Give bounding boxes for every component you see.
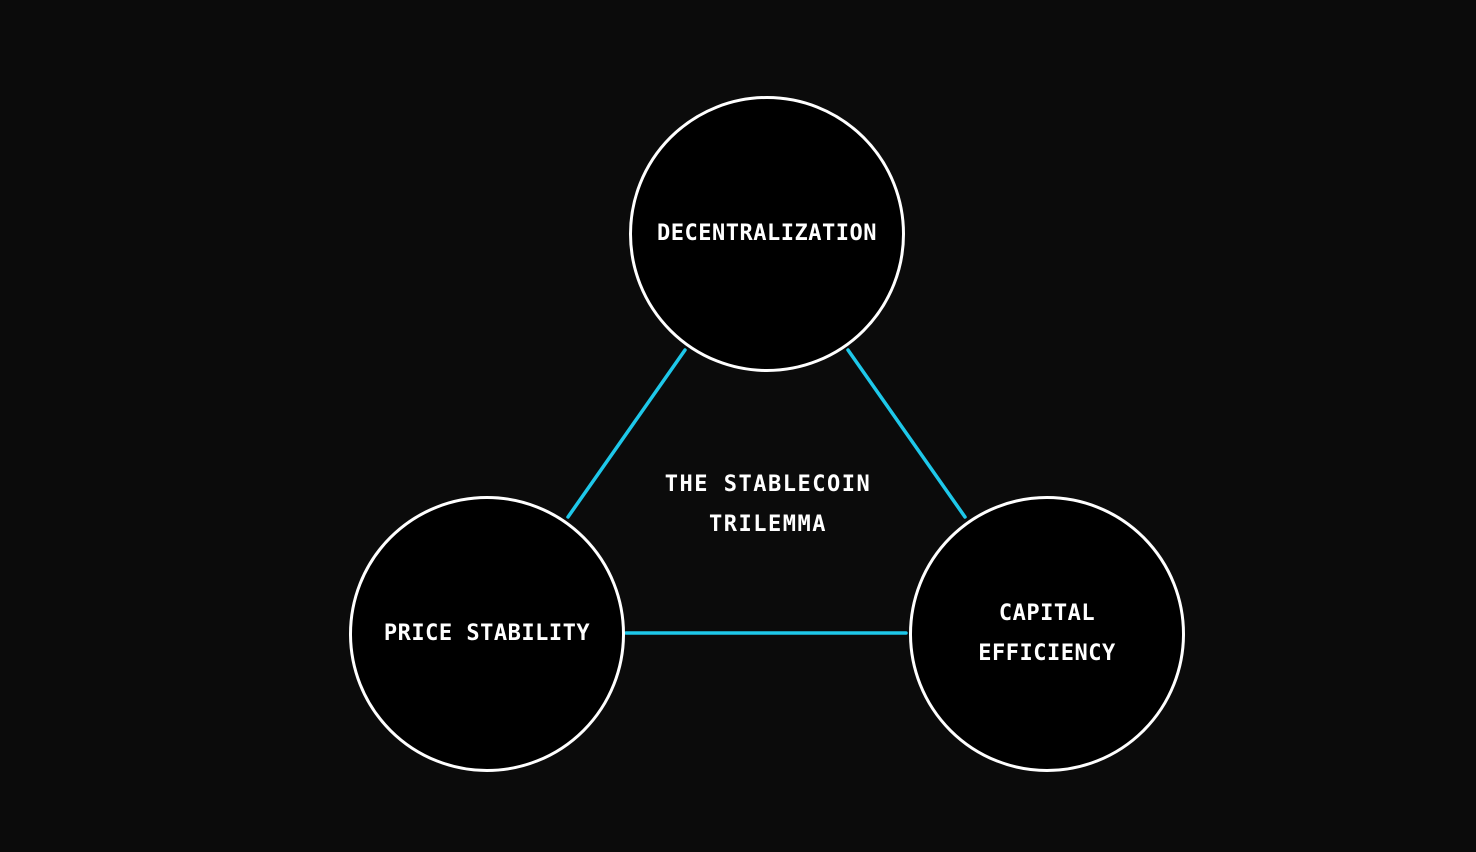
connector-top-right [846, 348, 967, 519]
node-decentralization-label: DECENTRALIZATION [657, 221, 877, 246]
center-title-line2: TRILEMMA [709, 512, 827, 537]
center-title-line1: THE STABLECOIN [664, 472, 872, 497]
connector-top-left [566, 348, 687, 519]
node-capital-efficiency: CAPITAL EFFICIENCY [909, 496, 1185, 772]
node-price-stability-label: PRICE STABILITY [383, 621, 591, 646]
node-capital-efficiency-label-line1: CAPITAL [998, 601, 1096, 626]
node-decentralization: DECENTRALIZATION [629, 96, 905, 372]
node-price-stability: PRICE STABILITY [349, 496, 625, 772]
node-capital-efficiency-label-line2: EFFICIENCY [978, 641, 1116, 666]
center-title: THE STABLECOIN TRILEMMA [618, 465, 918, 545]
